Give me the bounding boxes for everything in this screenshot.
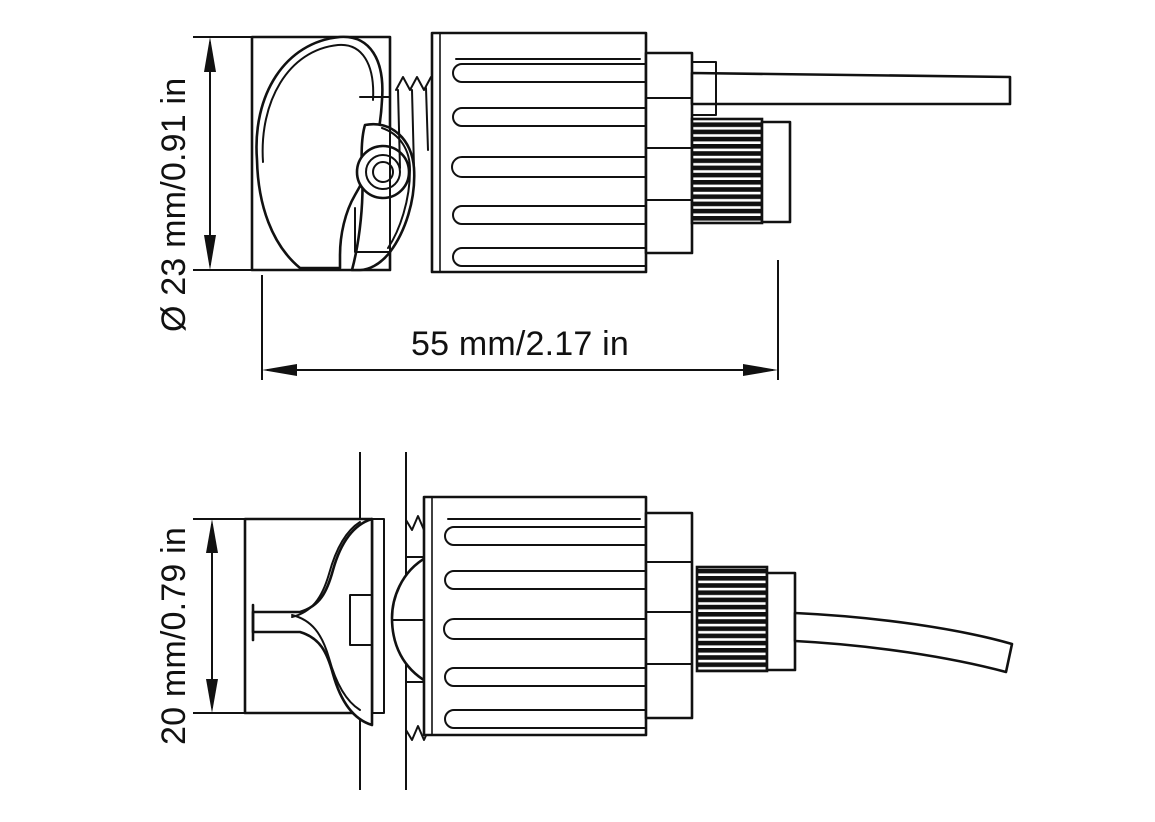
arrow-head-down: [204, 235, 216, 270]
rib-2: [452, 107, 647, 127]
rear-shoulder-bottom: [644, 511, 694, 720]
arrow-head-right: [743, 364, 778, 376]
coupling-body: [430, 31, 648, 274]
side-elevation-view: 55 mm/2.17 in Ø 23 mm/0.91 in: [155, 31, 1012, 380]
bracket-web-inner-lower: [291, 614, 361, 711]
bracket-web-inner-upper: [291, 521, 361, 618]
coupling-nut-body-bottom: [422, 495, 648, 737]
gland-collar: [765, 571, 797, 672]
arrow-head-down: [206, 679, 218, 713]
coupling-nut-body-top: [430, 31, 648, 274]
rear-shoulder-top: [644, 51, 694, 255]
coupling-body: [422, 495, 648, 737]
gland-collar: [760, 120, 792, 224]
length-dimension-label: 55 mm/2.17 in: [411, 325, 629, 363]
rib-3: [443, 618, 647, 640]
rib-4: [452, 205, 647, 225]
rib-1: [452, 63, 647, 83]
knurled-nut: [690, 117, 764, 225]
rib-5: [444, 709, 647, 729]
shoulder-body: [644, 51, 694, 255]
length-dimension-top: 55 mm/2.17 in: [261, 260, 779, 380]
mounting-bracket-section: [243, 517, 385, 727]
rib-4: [444, 667, 647, 687]
thread-line-1: [397, 89, 401, 169]
diameter-dimension-label: Ø 23 mm/0.91 in: [155, 78, 193, 332]
thread-line-2: [411, 89, 415, 169]
section-view: 20 mm/0.79 in: [155, 452, 1014, 790]
lever-lobe-inner-edge: [261, 43, 375, 163]
height-dimension-label: 20 mm/0.79 in: [155, 527, 193, 745]
pivot-boss-outer: [355, 144, 411, 200]
rib-2: [444, 570, 647, 590]
pivot-boss-mid: [365, 154, 401, 190]
bracket-notch-lower: [349, 637, 373, 646]
bracket-notch-upper: [349, 594, 373, 603]
bracket-web: [251, 517, 374, 727]
arrow-head-up: [206, 519, 218, 553]
cable-top: [690, 61, 1012, 116]
cable-boot: [691, 61, 717, 116]
sealing-dome: [390, 515, 431, 741]
cable-bottom: [793, 611, 1014, 674]
arrow-head-up: [204, 37, 216, 72]
bracket-face-plate: [371, 518, 385, 714]
pivot-hole: [372, 161, 394, 183]
break-symbol-lower: [405, 725, 429, 741]
thread-line-3: [425, 87, 429, 151]
rib-5: [452, 247, 647, 267]
cable-gland-nut-top: [690, 117, 792, 225]
thread-section-top: [389, 36, 432, 271]
shoulder-body: [644, 511, 694, 720]
knurled-nut: [695, 565, 769, 673]
cable-body: [793, 611, 1014, 674]
mounting-bracket-front: [250, 35, 416, 272]
cable-gland-nut-bottom: [695, 565, 797, 673]
rib-3: [451, 156, 647, 178]
rib-1: [444, 526, 647, 546]
bracket-step-lower: [354, 207, 391, 253]
cable-body: [690, 71, 1012, 106]
arrow-head-left: [262, 364, 297, 376]
height-dimension-bottom: 20 mm/0.79 in: [155, 518, 300, 745]
